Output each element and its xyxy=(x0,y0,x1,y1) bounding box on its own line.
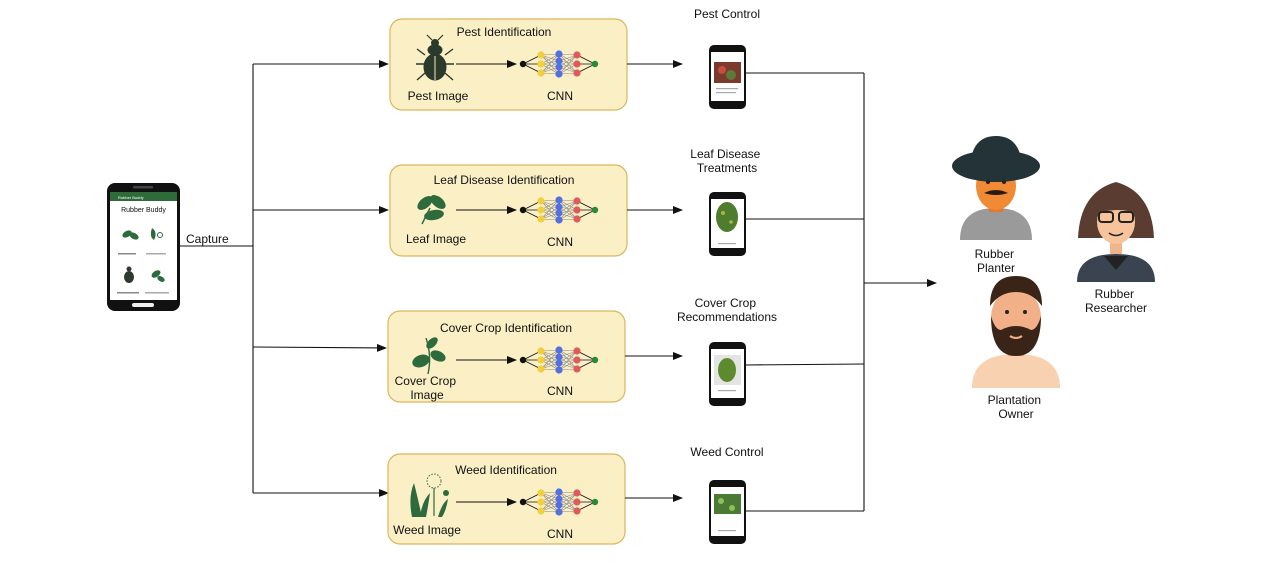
pest-identification-box: Pest Identification Pest Image CNN xyxy=(389,18,628,111)
capture-label: Capture xyxy=(186,232,229,246)
leaf-disease-treatments-label: Leaf Disease Treatments xyxy=(690,147,763,175)
rubber-researcher-label: Rubber Researcher xyxy=(1085,287,1147,315)
planter-avatar-icon xyxy=(952,136,1040,240)
weed-control-phone xyxy=(709,480,746,544)
researcher-avatar-icon xyxy=(1077,182,1155,282)
app-header: Rubber Buddy xyxy=(118,195,144,200)
pest-image-label: Pest Image xyxy=(408,89,469,103)
cnn-label: CNN xyxy=(547,235,573,249)
cnn-label: CNN xyxy=(547,384,573,398)
leaf-icon xyxy=(417,195,446,225)
leaf-treatment-phone xyxy=(709,192,746,256)
rubber-planter-label: Rubber Planter xyxy=(975,247,1018,275)
cnn-label: CNN xyxy=(547,527,573,541)
cnn-label: CNN xyxy=(547,89,573,103)
plantation-owner-label: Plantation Owner xyxy=(988,393,1045,421)
pest-control-label: Pest Control xyxy=(694,7,760,21)
disease-tile-icon xyxy=(150,228,163,240)
owner-avatar-icon xyxy=(972,276,1060,388)
cover-crop-phone xyxy=(709,342,746,406)
leaf-disease-identification-title: Leaf Disease Identification xyxy=(434,173,575,187)
cover-crop-identification-box: Cover Crop Identification Cover Crop Ima… xyxy=(387,310,626,403)
bug-icon xyxy=(416,34,454,81)
app-title: Rubber Buddy xyxy=(121,207,166,214)
weed-identification-title: Weed Identification xyxy=(455,463,557,477)
pest-control-phone xyxy=(709,45,746,109)
pest-identification-title: Pest Identification xyxy=(457,25,552,39)
weed-identification-box: Weed Identification Weed Image CNN xyxy=(387,453,626,545)
cover-crop-identification-title: Cover Crop Identification xyxy=(440,321,572,335)
weed-control-label: Weed Control xyxy=(690,445,763,459)
arrow-to-cover-crop xyxy=(252,343,387,352)
dandelion-weed-icon xyxy=(410,473,449,517)
cover-crop-image-label: Cover Crop Image xyxy=(395,374,460,402)
cover-crop-recommendations-label: Cover Crop Recommendations xyxy=(677,296,777,324)
plant-tile-icon xyxy=(151,270,165,282)
bug-tile-icon xyxy=(124,266,134,283)
leaf-image-label: Leaf Image xyxy=(406,232,466,246)
weed-image-label: Weed Image xyxy=(393,523,461,537)
leaf-tile-icon xyxy=(122,230,139,240)
cover-crop-plant-icon xyxy=(412,337,446,375)
leaf-disease-identification-box: Leaf Disease Identification Leaf Image C… xyxy=(389,164,628,257)
mobile-app-phone: Rubber Buddy Rubber Buddy xyxy=(107,183,180,311)
